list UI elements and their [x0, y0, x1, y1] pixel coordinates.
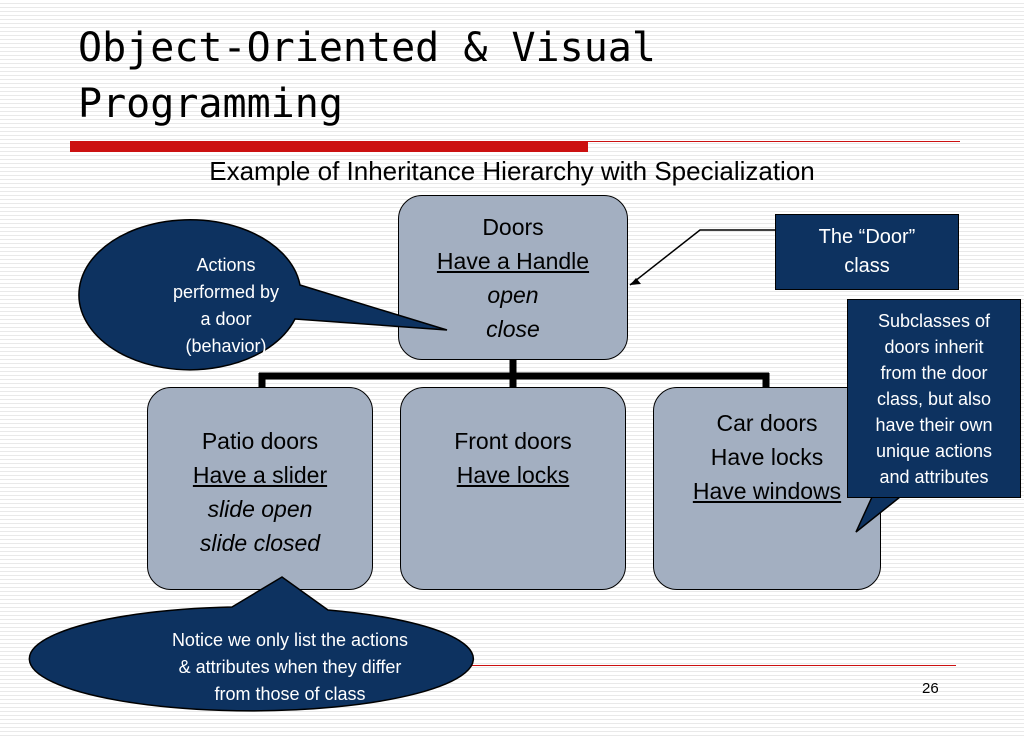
node-car-name: Car doors	[716, 410, 818, 436]
notice-callout-text: Notice we only list the actions & attrib…	[120, 627, 460, 708]
subclasses-line4: class, but also	[876, 388, 992, 409]
title-red-rule	[70, 141, 588, 152]
notice-line3: from those of class	[214, 684, 366, 704]
actions-line2: performed by	[172, 282, 280, 302]
subclasses-callout: Subclasses of doors inherit from the doo…	[847, 299, 1021, 498]
subclasses-line6: unique actions	[875, 440, 993, 461]
node-doors-action-close: close	[486, 316, 540, 342]
slide-title-line1: Object-Oriented & Visual	[78, 25, 656, 71]
subclasses-line7: and attributes	[879, 466, 989, 487]
actions-line4: (behavior)	[185, 336, 267, 356]
node-patio-attribute: Have a slider	[192, 462, 328, 488]
node-patio-name: Patio doors	[201, 428, 319, 454]
actions-line1: Actions	[196, 255, 256, 275]
node-patio-doors: Patio doors Have a slider slide open sli…	[147, 387, 373, 590]
notice-line2: & attributes when they differ	[178, 657, 402, 677]
door-class-line1: The “Door”	[818, 226, 916, 248]
actions-callout-text: Actions performed by a door (behavior)	[146, 252, 306, 360]
node-car-doors: Car doors Have locks Have windows	[653, 387, 881, 590]
title-thin-rule	[588, 141, 960, 142]
actions-balloon	[78, 219, 448, 371]
node-front-name: Front doors	[454, 428, 572, 454]
bottom-thin-rule	[420, 665, 956, 666]
actions-line3: a door	[200, 309, 252, 329]
subclasses-line2: doors inherit	[884, 336, 984, 357]
subclasses-line3: from the door	[880, 362, 988, 383]
slide-title-line2: Programming	[78, 81, 343, 127]
node-front-doors: Front doors Have locks	[400, 387, 626, 590]
slide-subtitle: Example of Inheritance Hierarchy with Sp…	[209, 156, 815, 186]
subclasses-line1: Subclasses of	[877, 310, 991, 331]
node-doors-name: Doors	[482, 214, 544, 240]
subclasses-line5: have their own	[875, 414, 993, 435]
door-class-line2: class	[844, 255, 890, 277]
door-class-arrow	[629, 229, 775, 286]
node-doors-action-open: open	[487, 282, 539, 308]
node-car-attribute-locks: Have locks	[710, 444, 824, 470]
door-class-callout: The “Door” class	[775, 214, 959, 290]
node-car-attribute-windows: Have windows	[692, 478, 842, 504]
node-front-attribute: Have locks	[456, 462, 570, 488]
notice-line1: Notice we only list the actions	[171, 630, 409, 650]
slide-title: Object-Oriented & Visual Programming	[78, 20, 656, 132]
node-patio-action-open: slide open	[207, 496, 313, 522]
node-doors: Doors Have a Handle open close	[398, 195, 628, 360]
node-doors-attribute: Have a Handle	[436, 248, 590, 274]
subclasses-callout-tail	[855, 496, 903, 533]
page-number: 26	[922, 680, 939, 697]
node-patio-action-closed: slide closed	[199, 530, 321, 556]
door-class-arrowhead	[630, 278, 641, 285]
notice-balloon	[28, 576, 475, 712]
